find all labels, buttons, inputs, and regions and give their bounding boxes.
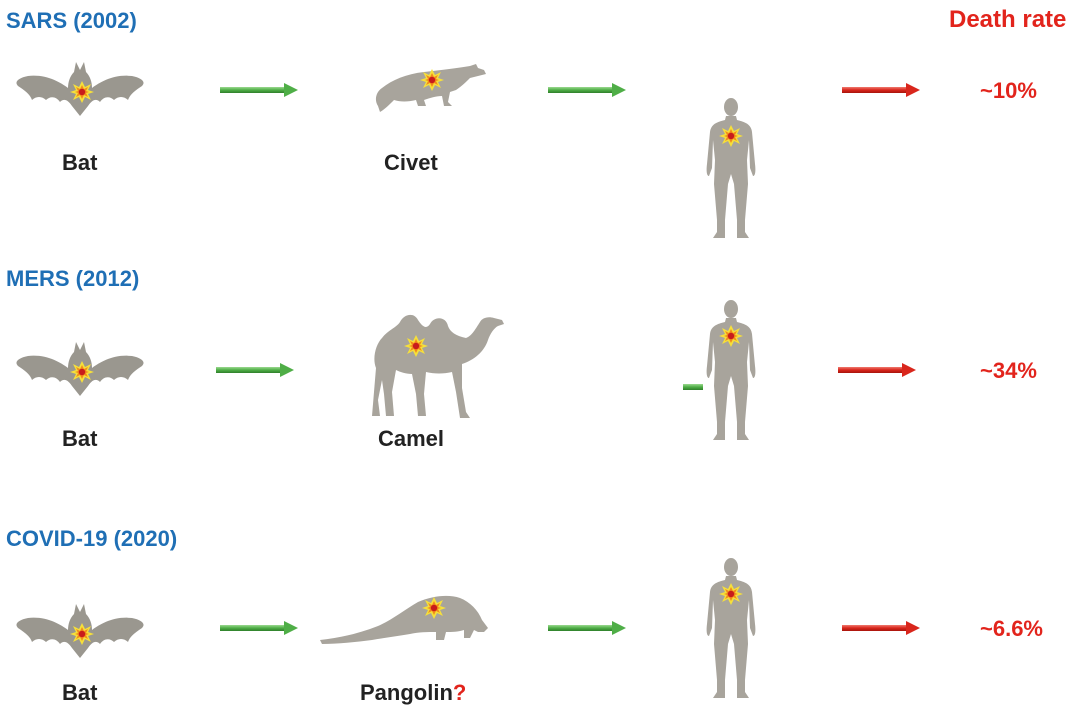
row-title-covid19: COVID-19 (2020) xyxy=(6,526,177,552)
animal1-label: Bat xyxy=(62,150,97,176)
camel-icon xyxy=(362,308,508,424)
human-icon xyxy=(706,98,756,242)
green-arrow-icon xyxy=(220,83,300,97)
red-arrow-icon xyxy=(842,83,922,97)
animal2-label: Pangolin? xyxy=(360,680,466,706)
red-arrow-icon xyxy=(842,621,922,635)
green-arrow-icon xyxy=(548,83,628,97)
bat-icon xyxy=(15,60,145,120)
row-title-mers: MERS (2012) xyxy=(6,266,139,292)
green-arrow-icon xyxy=(216,363,296,377)
death-rate-value: ~34% xyxy=(980,358,1037,384)
animal1-label: Bat xyxy=(62,680,97,706)
red-arrow-icon xyxy=(838,363,918,377)
pangolin-icon xyxy=(318,592,490,648)
bat-icon xyxy=(15,340,145,400)
human-icon xyxy=(706,558,756,702)
civet-icon xyxy=(372,62,490,118)
death-rate-value: ~6.6% xyxy=(980,616,1043,642)
death-rate-header: Death rate xyxy=(949,6,1066,34)
animal2-label: Civet xyxy=(384,150,438,176)
green-arrow-icon xyxy=(548,621,628,635)
bat-icon xyxy=(15,602,145,662)
human-icon xyxy=(706,300,756,444)
animal1-label: Bat xyxy=(62,426,97,452)
green-arrow-stub-icon xyxy=(683,383,703,391)
animal2-label: Camel xyxy=(378,426,444,452)
death-rate-value: ~10% xyxy=(980,78,1037,104)
green-arrow-icon xyxy=(220,621,300,635)
row-title-sars: SARS (2002) xyxy=(6,8,137,34)
